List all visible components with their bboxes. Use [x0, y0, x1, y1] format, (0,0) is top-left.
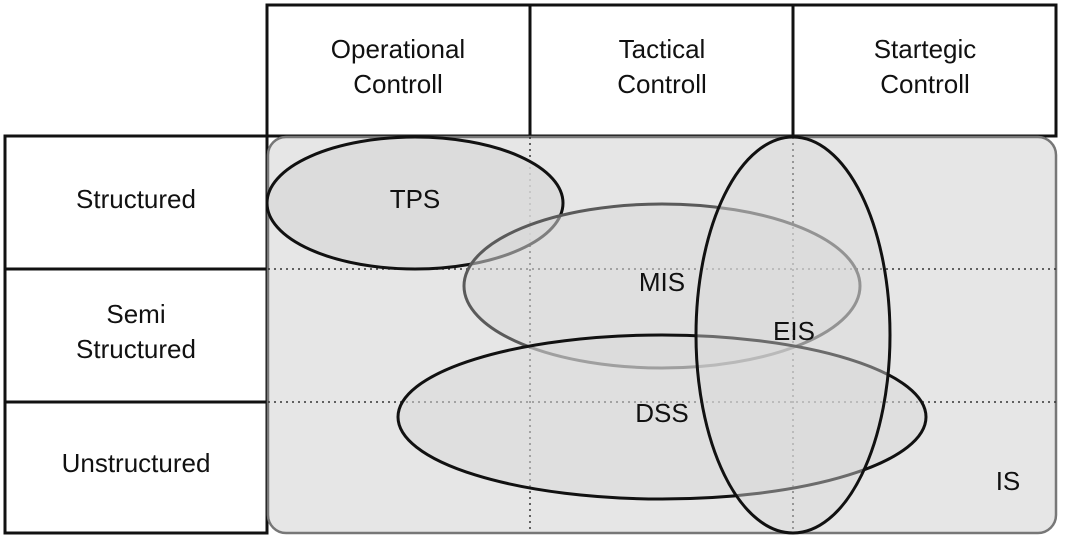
eis-ellipse — [694, 135, 892, 535]
system-ellipses — [265, 135, 928, 535]
tps-ellipse — [265, 135, 565, 271]
column-header-strategic-box — [791, 3, 1058, 138]
row-header-unstructured-label: Unstructured — [62, 448, 211, 478]
dss-label: DSS — [635, 398, 688, 428]
column-header-strategic-line1: Startegic — [874, 34, 977, 64]
dss-ellipse — [396, 333, 928, 501]
column-header-operational-box — [265, 3, 532, 138]
tps-label: TPS — [390, 184, 441, 214]
is-label: IS — [996, 466, 1021, 496]
row-header-semi-label-line2: Structured — [76, 334, 196, 364]
column-header-tactical-line2: Controll — [617, 69, 707, 99]
system-labels: TPS MIS EIS DSS IS — [390, 184, 1021, 496]
row-header-unstructured-box — [3, 400, 269, 535]
row-headers: Structured Semi Structured Unstructured — [3, 134, 269, 535]
row-header-semi-label-line1: Semi — [106, 299, 165, 329]
column-header-strategic-line2: Controll — [880, 69, 970, 99]
column-header-operational-line2: Controll — [353, 69, 443, 99]
column-header-operational-line1: Operational — [331, 34, 465, 64]
row-header-structured-label: Structured — [76, 184, 196, 214]
column-header-tactical-line1: Tactical — [619, 34, 706, 64]
mis-label: MIS — [639, 267, 685, 297]
column-header-tactical-box — [528, 3, 795, 138]
eis-label: EIS — [773, 316, 815, 346]
column-headers: Operational Controll Tactical Controll S… — [265, 3, 1058, 138]
